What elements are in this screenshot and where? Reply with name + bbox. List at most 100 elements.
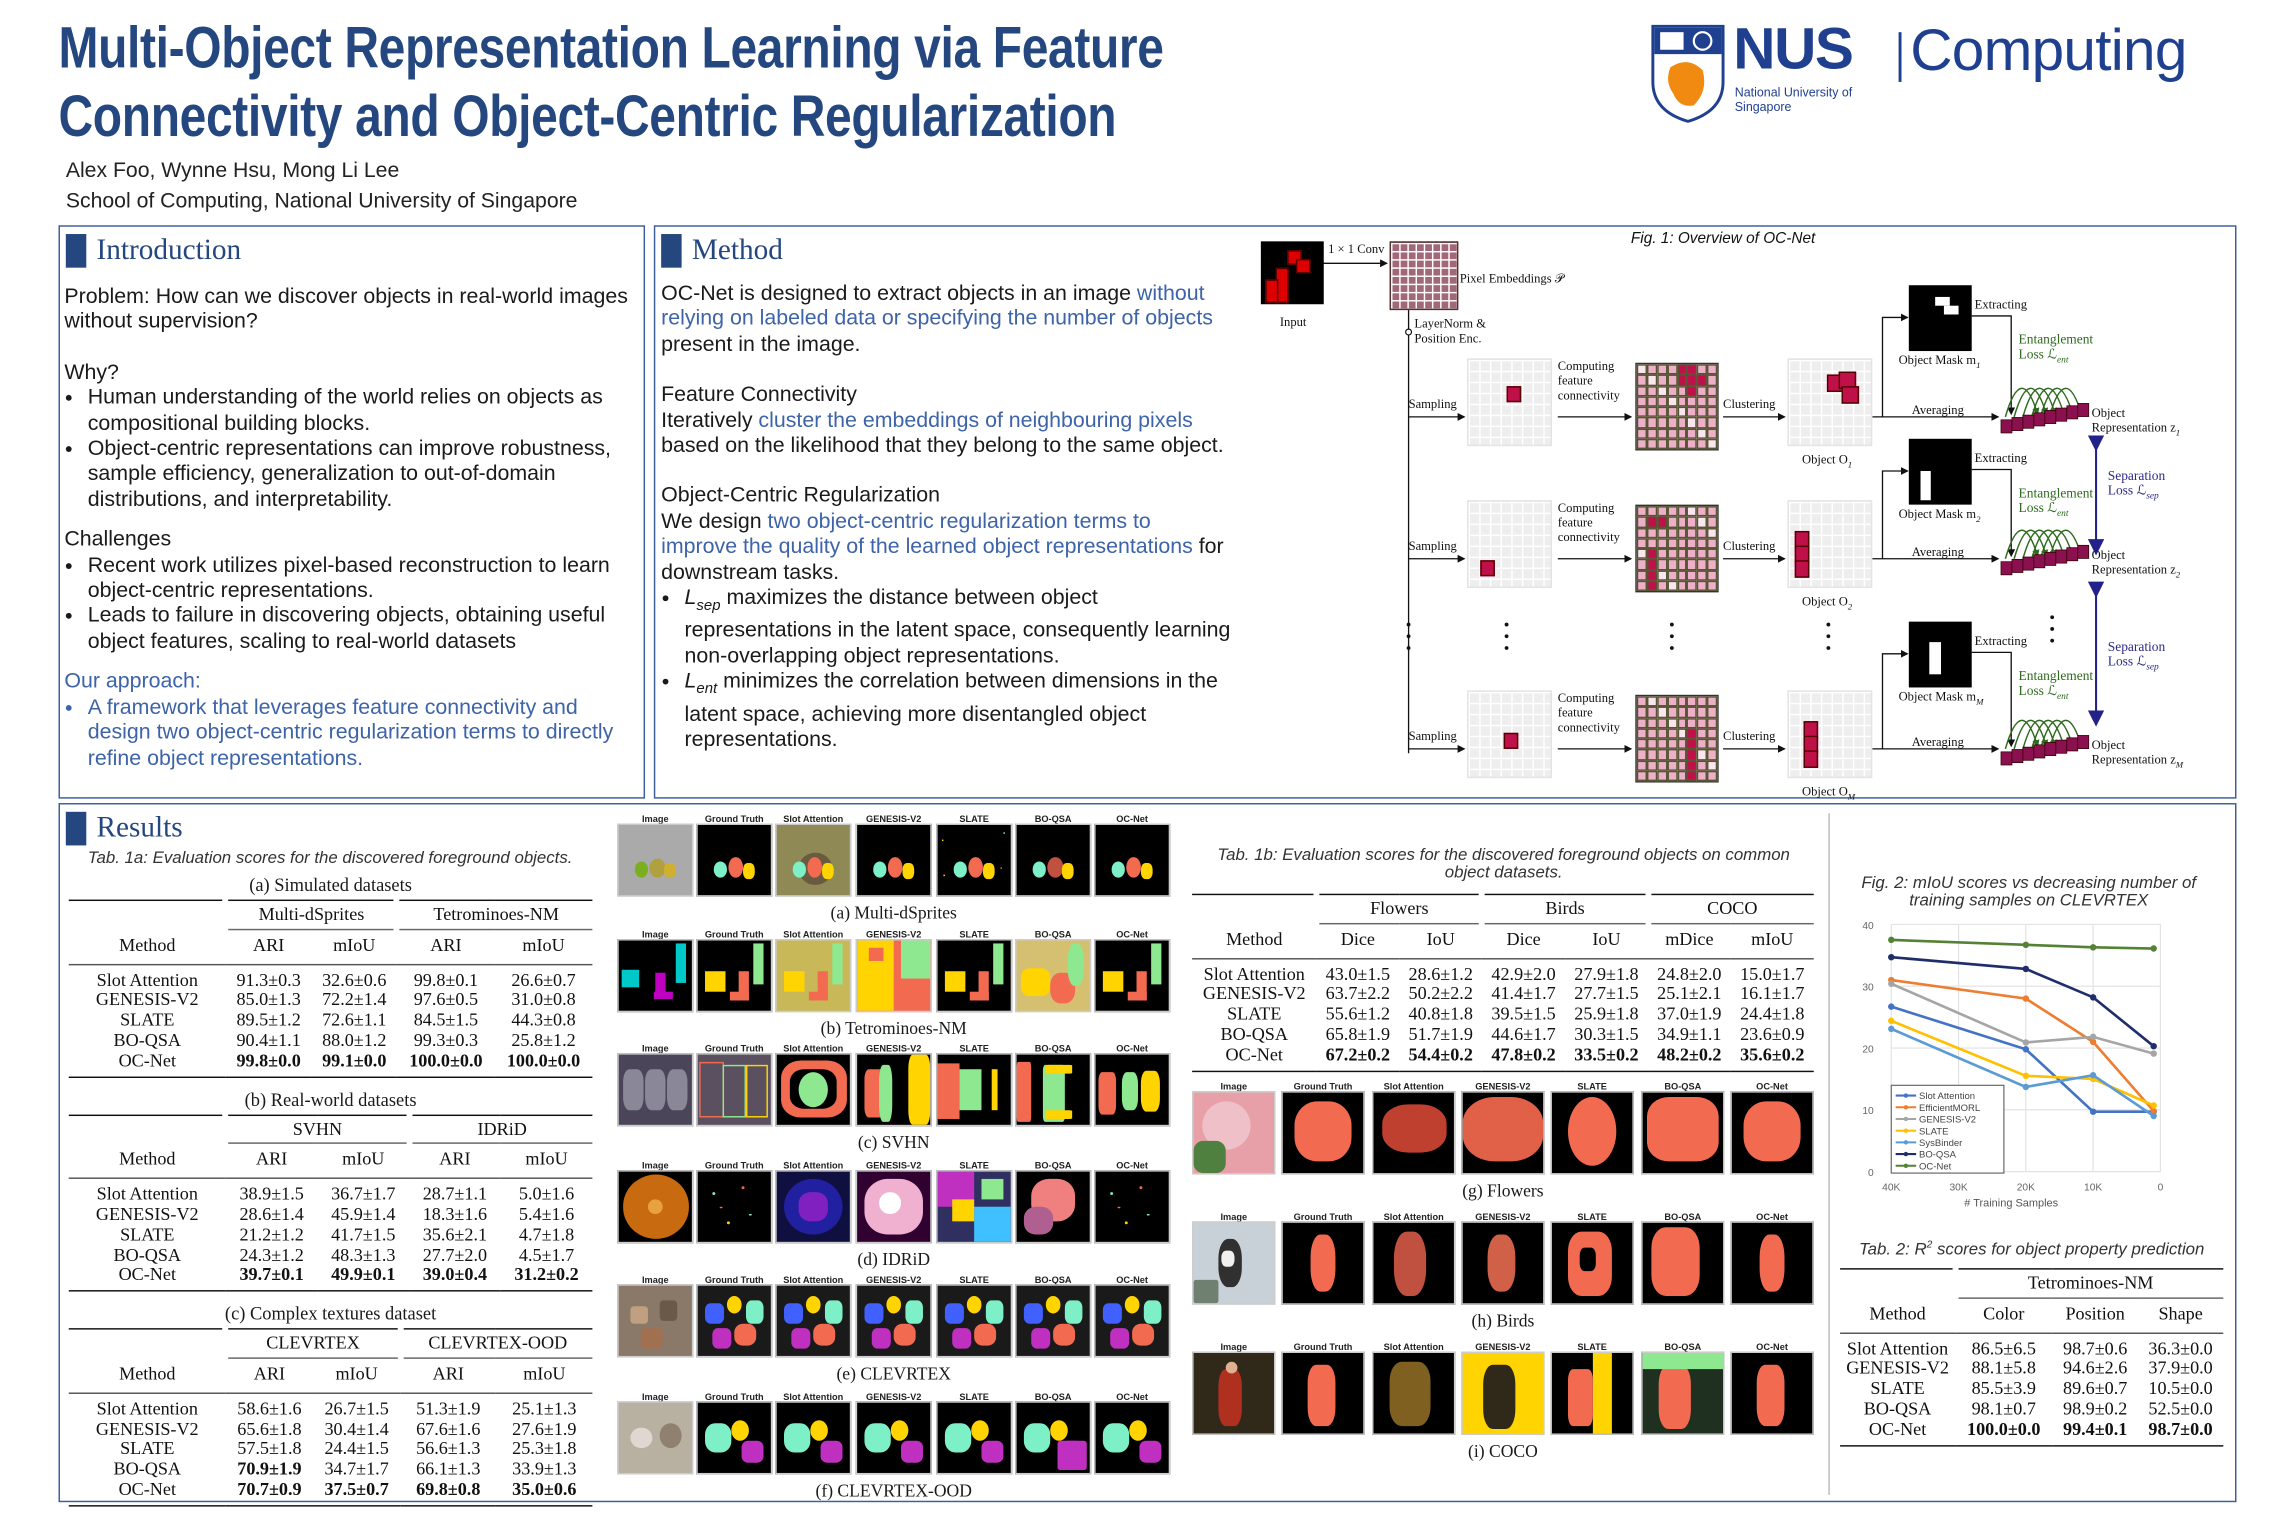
matrix-cell — [1687, 548, 1698, 560]
value-cell: 65.8±1.9 — [1325, 1023, 1391, 1045]
data-point — [2150, 1107, 2157, 1115]
object-pixel-icon — [1794, 560, 1810, 578]
segment-blob — [753, 944, 763, 985]
segment-blob — [1045, 1110, 1072, 1120]
method-cell: Slot Attention — [96, 1183, 198, 1205]
value-cell: 41.4±1.7 — [1491, 983, 1556, 1004]
column-header: ARI — [400, 1358, 497, 1394]
segment-blob — [1642, 1352, 1724, 1370]
sample-column-label: OC-Net — [1116, 1392, 1148, 1403]
matrix-cell — [1656, 406, 1667, 418]
matrix-cell — [1687, 396, 1698, 407]
matrix-cell — [1697, 396, 1708, 407]
connector-line — [1971, 315, 2016, 416]
matrix-cell — [1646, 417, 1657, 428]
object-mask-label: Object Mask m1 — [1899, 353, 1981, 375]
segment-blob — [728, 857, 744, 879]
matrix-cell — [1666, 406, 1677, 418]
column-header: mIoU — [311, 929, 398, 965]
matrix-cell — [1636, 396, 1647, 407]
regularization-title: Object-Centric Regularization — [661, 484, 940, 509]
segment-blob — [1110, 1192, 1114, 1196]
sample-column-label: OC-Net — [1116, 1044, 1148, 1055]
sample-column-label: Slot Attention — [783, 1161, 844, 1172]
method-cell: OC-Net — [68, 1050, 226, 1078]
sample-thumbnail — [1192, 1351, 1276, 1435]
matrix-cell — [1697, 516, 1708, 528]
matrix-cell — [1656, 364, 1667, 375]
sampling-label: Sampling — [1408, 538, 1457, 553]
representation-cell — [2077, 544, 2090, 559]
entanglement-arc — [2013, 387, 2049, 418]
matrix-cell — [1697, 696, 1708, 707]
chart-caption: Fig. 2: mIoU scores vs decreasing number… — [1861, 874, 2197, 910]
matrix-cell — [1666, 770, 1677, 782]
matrix-cell — [1697, 374, 1708, 386]
matrix-cell — [1697, 759, 1708, 771]
sample-thumbnail — [1730, 1091, 1814, 1175]
representation-cell — [2044, 742, 2057, 756]
representation-cell — [2044, 551, 2057, 566]
series-line — [1891, 938, 2154, 950]
group-header-row: Tetrominoes-NM — [1840, 1268, 2224, 1299]
text: Entanglement — [2018, 485, 2094, 501]
matrix-cell — [1646, 506, 1657, 517]
segment-blob — [655, 972, 666, 994]
text: feature — [1557, 514, 1593, 530]
value-cell: 24.8±2.0 — [1657, 963, 1722, 984]
sample-thumbnail — [1094, 939, 1171, 1013]
matrix-cell — [1636, 417, 1647, 428]
sample-column-label: Slot Attention — [783, 930, 844, 941]
representation-cell — [2011, 558, 2024, 573]
object-mask — [1908, 621, 1972, 688]
matrix-cell — [1676, 427, 1688, 439]
matrix-cell — [1687, 738, 1698, 750]
entanglement-arc — [2030, 387, 2066, 418]
value-cell: 36.7±1.7 — [331, 1183, 396, 1205]
representation-cell — [2011, 417, 2024, 431]
connector-line — [1881, 467, 1909, 559]
table-caption: (a) Simulated datasets — [249, 874, 412, 896]
value-cell: 16.1±1.7 — [1740, 983, 1805, 1004]
method-cell: GENESIS-V2 — [1202, 983, 1306, 1004]
sample-column-label: GENESIS-V2 — [1475, 1082, 1531, 1093]
legend-marker — [1903, 1093, 1909, 1098]
segment-blob — [644, 1068, 665, 1111]
sample-column-label: SLATE — [959, 814, 989, 825]
method-cell: Slot Attention — [1203, 963, 1305, 984]
sample-row-caption: (c) SVHN — [857, 1132, 930, 1153]
matrix-cell — [1636, 728, 1647, 739]
sample-thumbnail — [1094, 1401, 1171, 1475]
text: Loss ℒ — [2018, 500, 2057, 515]
sample-column-label: SLATE — [1577, 1342, 1607, 1353]
sample-thumbnail — [1094, 1284, 1171, 1358]
matrix-cell — [1666, 717, 1677, 729]
series-oc-net — [1888, 936, 2157, 952]
text: Object Mask m — [1898, 506, 1977, 521]
matrix-cell — [1707, 749, 1718, 760]
entanglement-arc — [2022, 719, 2057, 750]
matrix-cell — [1707, 406, 1718, 418]
matrix-cell — [1666, 706, 1677, 718]
text: Representation zM — [2092, 752, 2183, 774]
segment-blob — [832, 944, 842, 985]
segment-blob — [1193, 1279, 1218, 1304]
segment-blob — [966, 1296, 982, 1314]
segment-blob — [1053, 1324, 1076, 1346]
matrix-cell — [1656, 728, 1667, 739]
text: 2 — [1976, 515, 1981, 525]
matrix-cell — [1687, 759, 1698, 771]
segment-blob — [675, 944, 686, 983]
data-point — [2022, 1072, 2030, 1080]
representation-cell — [2055, 739, 2068, 754]
data-point — [2150, 1112, 2157, 1120]
sample-thumbnail — [775, 939, 852, 1013]
matrix-cell — [1656, 438, 1667, 450]
